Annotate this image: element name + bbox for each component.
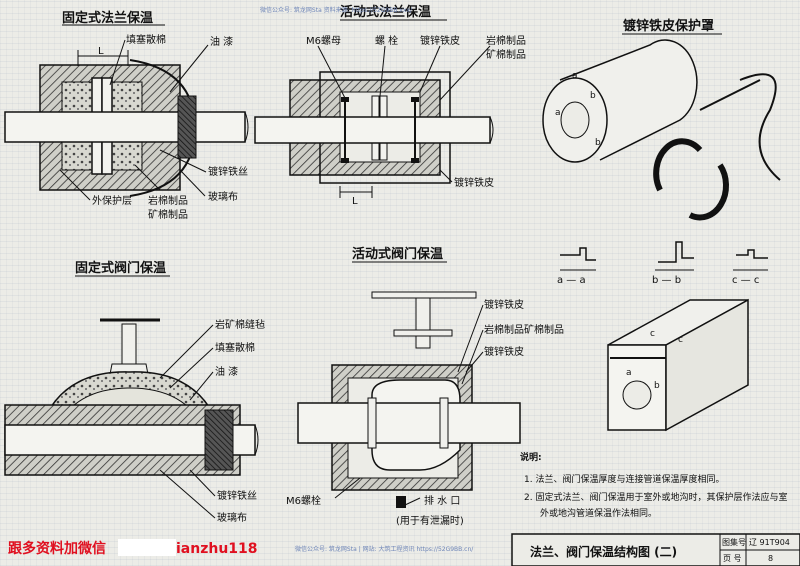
section-a: a — a [557, 275, 586, 286]
fixed-flange-label-6: 玻璃布 [208, 190, 238, 203]
fixed-flange-label-3: 外保护层 [92, 194, 132, 207]
galv-mark-4: c [650, 329, 655, 339]
movable-flange-label-3: 岩棉制品 [486, 34, 526, 47]
movable-valve-label-4: 排 水 口 [424, 494, 460, 507]
movable-flange-label-2: 镀锌铁皮 [420, 34, 460, 47]
fixed-flange-label-4: 岩棉制品 [148, 194, 188, 207]
fixed-valve-title: 固定式阀门保温 [75, 260, 166, 276]
movable-flange-label-5: 镀锌铁皮 [454, 176, 494, 189]
movable-valve-label-3: M6螺栓 [286, 494, 321, 507]
notes-item-1: 2. 固定式法兰、阀门保温用于室外或地沟时，其保护层作法应与室 [524, 491, 787, 503]
ad-text-right: ianzhu118 [176, 541, 258, 557]
fixed-flange-diagram: 固定式法兰保温 L 填塞散棉 油 漆 镀锌铁丝 外保护层 岩棉制品 矿棉制品 玻… [4, 10, 249, 221]
movable-flange-label-4: 矿棉制品 [486, 48, 526, 61]
fixed-valve-diagram: 固定式阀门保温 岩矿棉缝毡 填塞散棉 油 漆 镀锌铁丝 玻璃布 [4, 260, 265, 524]
fixed-valve-label-1: 填塞散棉 [215, 341, 255, 354]
movable-valve-title: 活动式阀门保温 [352, 246, 443, 262]
movable-valve-label-2: 镀锌铁皮 [484, 345, 524, 358]
watermark-top: 微信公众号: 筑龙网Sta 资料来源: https://52G9BB.xxx/ [260, 6, 413, 14]
galv-mark-2: a [555, 108, 561, 118]
galv-mark-0: a [572, 71, 578, 81]
fixed-valve-label-2: 油 漆 [215, 365, 238, 378]
galv-cover-diagram: 镀锌铁皮保护罩 a b a b a — a b — b c — c a b c [542, 18, 781, 432]
fixed-valve-label-0: 岩矿棉缝毡 [215, 318, 265, 331]
fixed-flange-dim-l: L [98, 46, 104, 57]
movable-valve-label-0: 镀锌铁皮 [484, 298, 524, 311]
galv-mark-7: c [678, 335, 683, 345]
fixed-flange-label-5: 矿棉制品 [148, 208, 188, 221]
notes-heading: 说明: [520, 451, 542, 463]
page-value: 8 [768, 554, 773, 563]
fixed-valve-label-3: 镀锌铁丝 [217, 489, 257, 502]
watermark-bottom: 微信公众号: 筑龙网Sta | 网站: 大筑工程资讯 https://52G9B… [295, 545, 474, 553]
fixed-valve-label-4: 玻璃布 [217, 511, 247, 524]
galv-cover-title: 镀锌铁皮保护罩 [623, 18, 714, 34]
drawing-title: 法兰、阀门保温结构图 (二) [530, 544, 677, 559]
ad-text-left: 跟多资料加微信 [8, 540, 106, 557]
movable-flange-label-1: 螺 栓 [375, 34, 398, 47]
galv-mark-3: b [595, 138, 601, 148]
movable-flange-label-0: M6螺母 [306, 35, 341, 47]
notes-block: 说明: 1. 法兰、阀门保温厚度与连接管道保温厚度相同。 2. 固定式法兰、阀门… [520, 451, 787, 519]
redaction-box [118, 539, 176, 556]
notes-item-0: 1. 法兰、阀门保温厚度与连接管道保温厚度相同。 [524, 473, 724, 485]
movable-flange-dim-l: L [352, 196, 358, 207]
movable-valve-label-1: 岩棉制品矿棉制品 [484, 323, 564, 336]
section-b: b — b [652, 275, 681, 286]
fixed-flange-label-1: 油 漆 [210, 35, 233, 48]
movable-flange-title: 活动式法兰保温 [340, 4, 431, 20]
title-block: 法兰、阀门保温结构图 (二) 图集号 辽 91T904 页 号 8 [511, 533, 800, 566]
movable-valve-label-5: (用于有泄漏时) [396, 514, 464, 527]
set-label: 图集号 [722, 537, 746, 547]
movable-valve-diagram: 活动式阀门保温 镀锌铁皮 岩棉制品矿棉制品 镀锌铁皮 M6螺栓 排 水 口 (用… [286, 246, 564, 527]
section-c: c — c [732, 275, 759, 286]
galv-mark-5: a [626, 368, 632, 378]
notes-item-2: 外或地沟管道保温作法相同。 [540, 507, 657, 519]
galv-mark-6: b [654, 381, 660, 391]
fixed-flange-label-0: 填塞散棉 [126, 33, 166, 46]
movable-flange-diagram: 活动式法兰保温 L M6螺母 螺 栓 镀锌铁皮 岩棉制品 矿棉制品 镀锌铁皮 [254, 4, 526, 207]
fixed-flange-title: 固定式法兰保温 [62, 10, 153, 26]
galv-mark-1: b [590, 91, 596, 101]
page-label: 页 号 [723, 554, 742, 563]
set-value: 辽 91T904 [749, 538, 790, 547]
fixed-flange-label-2: 镀锌铁丝 [208, 165, 248, 178]
